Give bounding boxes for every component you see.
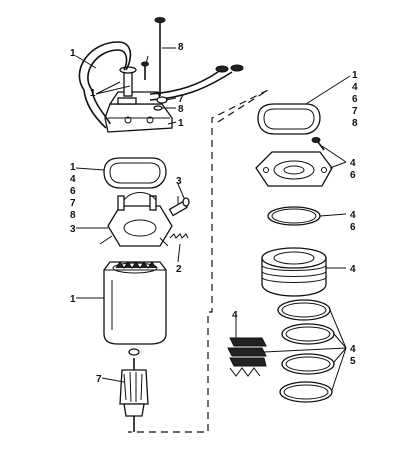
callout-cap: 1 — [178, 118, 184, 129]
callout-housing-4: 4 — [350, 158, 356, 169]
brush-plate — [99, 192, 173, 247]
callout-rings-5: 5 — [350, 356, 356, 367]
callout-hose-under: 1 — [90, 88, 96, 99]
callout-oring-4: 4 — [350, 210, 356, 221]
callout-screw-small: 8 — [178, 104, 184, 115]
ring-pack — [227, 337, 267, 377]
callout-oring-6: 6 — [350, 222, 356, 233]
pump-housing — [255, 151, 333, 187]
spring — [169, 233, 189, 239]
assembly-dashed-line — [128, 89, 269, 433]
callout-piston: 4 — [350, 264, 356, 275]
callout-gasket-right-8: 8 — [352, 118, 358, 129]
callout-gasket-left-6: 6 — [70, 186, 76, 197]
callout-armature: 7 — [96, 374, 102, 385]
hose — [78, 41, 132, 91]
long-screw — [154, 17, 166, 96]
motor-frame — [103, 261, 167, 345]
callout-gasket-left-1: 1 — [70, 162, 76, 173]
callout-housing-6: 6 — [350, 170, 356, 181]
callout-gasket-right-6: 6 — [352, 94, 358, 105]
terminal-post — [117, 66, 137, 105]
callout-gasket-right-4: 4 — [352, 82, 358, 93]
callout-gasket-left-4: 4 — [70, 174, 76, 185]
callout-hose-top: 1 — [70, 48, 76, 59]
callout-gasket-left-8: 8 — [70, 210, 76, 221]
ring-3 — [281, 353, 335, 375]
callout-screw-long: 8 — [178, 42, 184, 53]
brush — [168, 197, 190, 217]
callout-brush: 3 — [176, 176, 182, 187]
gasket-left — [103, 157, 167, 189]
wire-lead — [149, 71, 219, 95]
ring-4 — [279, 381, 333, 403]
gasket-right — [257, 103, 321, 135]
callout-gasket-right-7: 7 — [352, 106, 358, 117]
washer — [156, 96, 168, 104]
motor-end-cap — [104, 91, 173, 133]
callout-ring-pack: 4 — [232, 310, 238, 321]
callout-frame: 1 — [70, 294, 76, 305]
callout-spring: 2 — [176, 264, 182, 275]
callout-rings-4: 4 — [350, 344, 356, 355]
small-washer — [153, 105, 163, 111]
callout-gasket-right-1: 1 — [352, 70, 358, 81]
callout-labels: 1 1 8 7 8 1 1 4 6 7 8 3 3 2 1 7 1 4 6 7 … — [70, 42, 358, 385]
leader-lines — [75, 47, 351, 391]
small-screw — [141, 61, 149, 80]
o-ring — [267, 206, 321, 226]
armature — [119, 348, 149, 432]
piston — [261, 247, 327, 297]
callout-gasket-left-7: 7 — [70, 198, 76, 209]
callout-washer: 7 — [178, 94, 184, 105]
callout-brush-plate: 3 — [70, 224, 76, 235]
housing-screw — [311, 137, 325, 151]
